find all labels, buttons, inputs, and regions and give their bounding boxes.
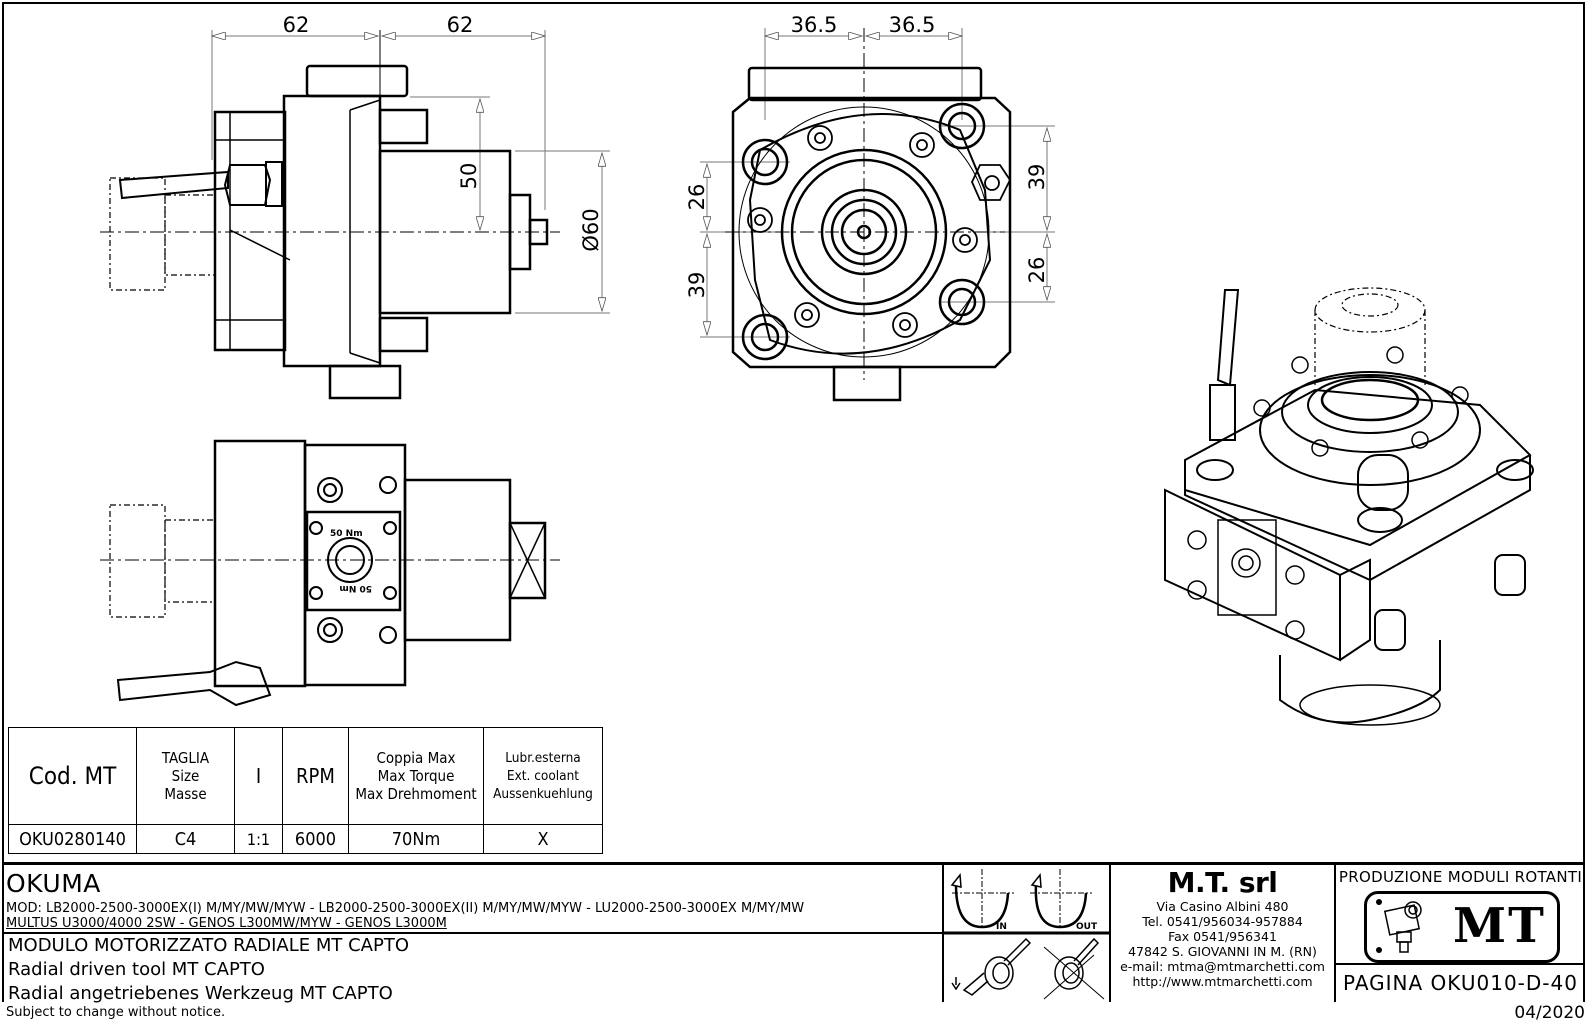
spec-table: Cod. MT TAGLIA Size Masse I RPM Coppia M… [8, 727, 603, 854]
header-rpm: RPM [282, 727, 349, 825]
mt-logo: MT [1364, 891, 1560, 963]
page-code: PAGINA OKU010-D-40 [1343, 971, 1578, 995]
side-view: 62 62 50 Ø60 [100, 13, 610, 400]
company-city: 47842 S. GIOVANNI IN M. (RN) [1128, 944, 1317, 959]
header-coolant-line3: Aussenkuehlung [493, 786, 593, 802]
company-name: M.T. srl [1167, 866, 1278, 899]
description-english: Radial driven tool MT CAPTO [8, 959, 265, 980]
dim-side-diameter: Ø60 [579, 208, 603, 251]
header-coolant: Lubr.esterna Ext. coolant Aussenkuehlung [483, 727, 603, 825]
dim-side-width-right: 62 [447, 13, 474, 37]
header-coolant-line2: Ext. coolant [506, 768, 580, 784]
dim-side-height: 50 [457, 163, 481, 190]
cell-code: OKU0280140 [8, 824, 137, 854]
dim-front-right-lower: 26 [1025, 257, 1049, 284]
description-german: Radial angetriebenes Werkzeug MT CAPTO [8, 983, 393, 1004]
header-torque-line1: Coppia Max [376, 749, 456, 767]
title-block: OKUMA MOD: LB2000-2500-3000EX(I) M/MY/MW… [2, 862, 1585, 1004]
cell-ratio: 1:1 [234, 824, 283, 854]
technical-drawing: 62 62 50 Ø60 [100, 13, 1534, 726]
torque-marking-bottom: 50 Nm [339, 583, 372, 593]
dim-side-width-left: 62 [283, 13, 310, 37]
rotation-out-label: OUT [1076, 922, 1098, 932]
dim-front-width-right: 36.5 [889, 13, 936, 37]
rotation-in-label: IN [996, 922, 1007, 932]
cell-size: C4 [136, 824, 235, 854]
rotation-diagram-box: IN OUT [944, 865, 1111, 1002]
title-block-description: OKUMA MOD: LB2000-2500-3000EX(I) M/MY/MW… [2, 865, 944, 1004]
logo-section: PRODUZIONE MODULI ROTANTI MT PAGINA OKU0… [1336, 865, 1585, 1002]
header-cod-mt: Cod. MT [8, 727, 137, 825]
cell-torque: 70Nm [348, 824, 484, 854]
brand-name: OKUMA [6, 869, 101, 898]
front-view: 36.5 36.5 26 39 39 26 [685, 13, 1055, 402]
header-torque-line3: Max Drehmoment [355, 785, 477, 803]
dim-front-right-upper: 39 [1025, 164, 1049, 191]
dim-front-left-upper: 26 [685, 184, 709, 211]
compatible-models-line1: MOD: LB2000-2500-3000EX(I) M/MY/MW/MYW -… [6, 901, 805, 916]
header-coolant-line1: Lubr.esterna [505, 750, 581, 766]
header-size: TAGLIA Size Masse [136, 727, 235, 825]
wrench-tighten-icon [951, 937, 1032, 996]
cell-rpm: 6000 [282, 824, 349, 854]
company-email[interactable]: e-mail: mtma@mtmarchetti.com [1120, 959, 1325, 974]
header-ratio-label: I [255, 764, 262, 788]
description-italian: MODULO MOTORIZZATO RADIALE MT CAPTO [8, 935, 409, 956]
company-address: Via Casino Albini 480 [1156, 899, 1289, 914]
company-fax: Fax 0541/956341 [1168, 929, 1277, 944]
rotation-in-icon: IN [950, 869, 1014, 932]
compatible-models-line2: MULTUS U3000/4000 2SW - GENOS L300MW/MYW… [6, 916, 447, 931]
table-row: OKU0280140 C4 1:1 6000 70Nm X [8, 824, 603, 854]
header-cod-mt-label: Cod. MT [28, 762, 117, 790]
disclaimer-note: Subject to change without notice. [6, 1005, 226, 1020]
divider [2, 932, 942, 934]
header-ratio: I [234, 727, 283, 825]
logo-caption: PRODUZIONE MODULI ROTANTI [1338, 868, 1583, 886]
header-torque: Coppia Max Max Torque Max Drehmoment [348, 727, 484, 825]
rotation-out-icon: OUT [1030, 869, 1098, 932]
header-size-line3: Masse [164, 785, 207, 803]
company-info: M.T. srl Via Casino Albini 480 Tel. 0541… [1111, 865, 1336, 1002]
header-torque-line2: Max Torque [377, 767, 455, 785]
drawing-frame [2, 2, 1585, 1002]
rotary-module-icon [1376, 899, 1422, 953]
bottom-view: 50 Nm 50 Nm [100, 439, 560, 707]
wrench-loosen-icon [1043, 937, 1105, 1000]
logo-text: MT [1453, 898, 1546, 954]
cell-coolant: X [483, 824, 603, 854]
isometric-view [1164, 287, 1534, 726]
divider [1336, 963, 1585, 965]
header-size-line1: TAGLIA [161, 749, 210, 767]
company-website[interactable]: http://www.mtmarchetti.com [1132, 974, 1313, 989]
header-size-line2: Size [171, 767, 200, 785]
spec-table-header-row: Cod. MT TAGLIA Size Masse I RPM Coppia M… [8, 727, 603, 825]
torque-marking-top: 50 Nm [330, 529, 363, 539]
revision-date: 04/2020 [1514, 1003, 1585, 1023]
header-rpm-label: RPM [296, 764, 335, 788]
company-tel: Tel. 0541/956034-957884 [1142, 914, 1303, 929]
dim-front-left-lower: 39 [685, 272, 709, 299]
dim-front-width-left: 36.5 [791, 13, 838, 37]
